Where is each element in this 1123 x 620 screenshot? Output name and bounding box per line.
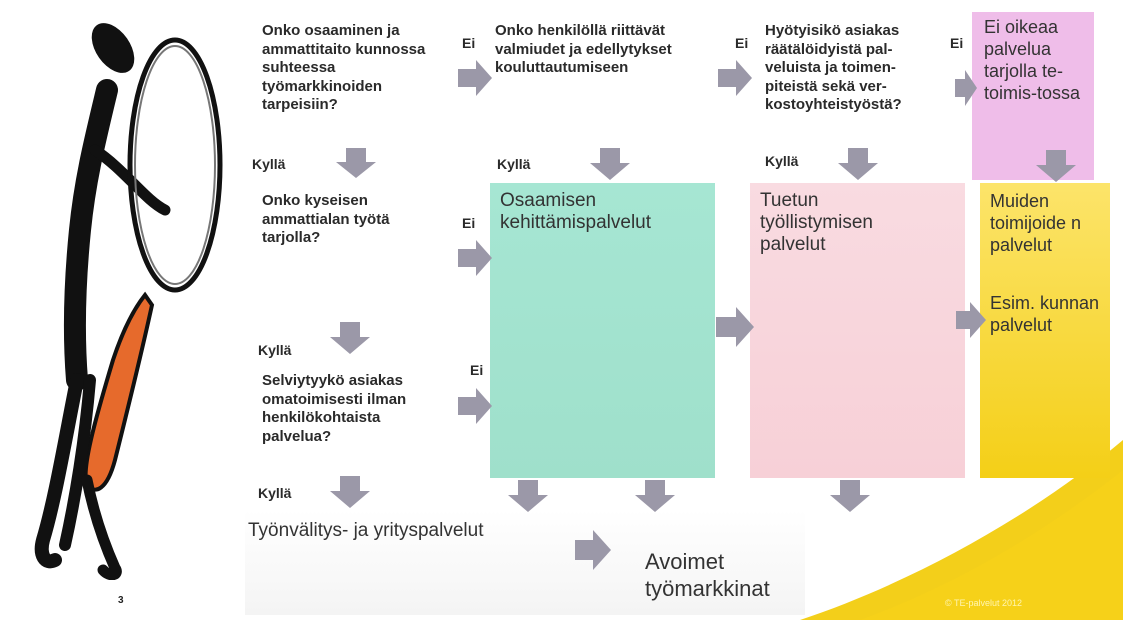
label-kylla-3: Kyllä <box>765 153 799 169</box>
right-arrow-icon <box>956 302 986 338</box>
bottom-band <box>245 510 805 615</box>
right-arrow-icon <box>458 388 492 424</box>
box-osaamisen-label: Osaamisen kehittämispalvelut <box>500 190 652 233</box>
label-ei-2: Ei <box>735 35 749 51</box>
question-training-capacity: Onko henkilöllä riittävät valmiudet ja e… <box>495 22 672 76</box>
right-arrow-icon <box>458 60 492 96</box>
label-kylla-4: Kyllä <box>258 342 292 358</box>
yellow-swoosh <box>800 430 1123 620</box>
box-tyonvalitys-label: Työnvälitys- ja yrityspalvelut <box>248 520 484 541</box>
label-kylla-5: Kyllä <box>258 485 292 501</box>
box-muiden-label: Muiden toimijoide n palvelut <box>990 191 1082 255</box>
box-avoimet-label: Avoimet työmarkkinat <box>645 549 770 601</box>
right-arrow-icon <box>458 240 492 276</box>
label-ei-3: Ei <box>950 35 964 51</box>
label-kylla-2: Kyllä <box>497 156 531 172</box>
box-muiden-toimijoiden <box>980 183 1110 478</box>
right-arrow-icon <box>575 530 611 570</box>
label-kylla-1: Kyllä <box>252 156 286 172</box>
label-ei-5: Ei <box>470 362 484 378</box>
copyright-text: © TE-palvelut 2012 <box>945 598 1023 608</box>
down-arrow-icon <box>590 148 630 180</box>
right-arrow-icon <box>718 60 752 96</box>
label-ei-1: Ei <box>462 35 476 51</box>
box-tuetun-label: Tuetun työllistymisen palvelut <box>760 190 873 255</box>
box-osaamisen-kehittamispalvelut <box>490 183 715 478</box>
right-arrow-icon <box>955 70 977 106</box>
down-arrow-icon <box>635 480 675 512</box>
box-ei-oikeaa-label: Ei oikeaa palvelua tarjolla te-toimis-to… <box>984 17 1081 103</box>
down-arrow-icon <box>838 148 878 180</box>
question-tailored-services: Hyötyisikö asiakas räätälöidyistä pal-ve… <box>765 22 902 113</box>
box-ei-oikeaa-palvelua <box>972 12 1094 180</box>
page-number: 3 <box>118 595 124 606</box>
box-esim-label: Esim. kunnan palvelut <box>990 293 1100 335</box>
question-competence: Onko osaaminen ja ammattitaito kunnossa … <box>262 22 426 113</box>
question-self-sufficient: Selviytyykö asiakas omatoimisesti ilman … <box>262 372 407 445</box>
down-arrow-icon <box>830 480 870 512</box>
question-jobs-available: Onko kyseisen ammattialan työtä tarjolla… <box>262 192 390 246</box>
right-arrow-icon <box>716 307 754 347</box>
down-arrow-icon <box>330 322 370 354</box>
down-arrow-icon <box>336 148 376 178</box>
down-arrow-icon <box>508 480 548 512</box>
box-tuetun-tyollistymisen <box>750 183 965 478</box>
stick-figure-magnifier-icon <box>15 0 225 580</box>
down-arrow-icon <box>1036 150 1076 182</box>
down-arrow-icon <box>330 476 370 508</box>
label-ei-4: Ei <box>462 215 476 231</box>
